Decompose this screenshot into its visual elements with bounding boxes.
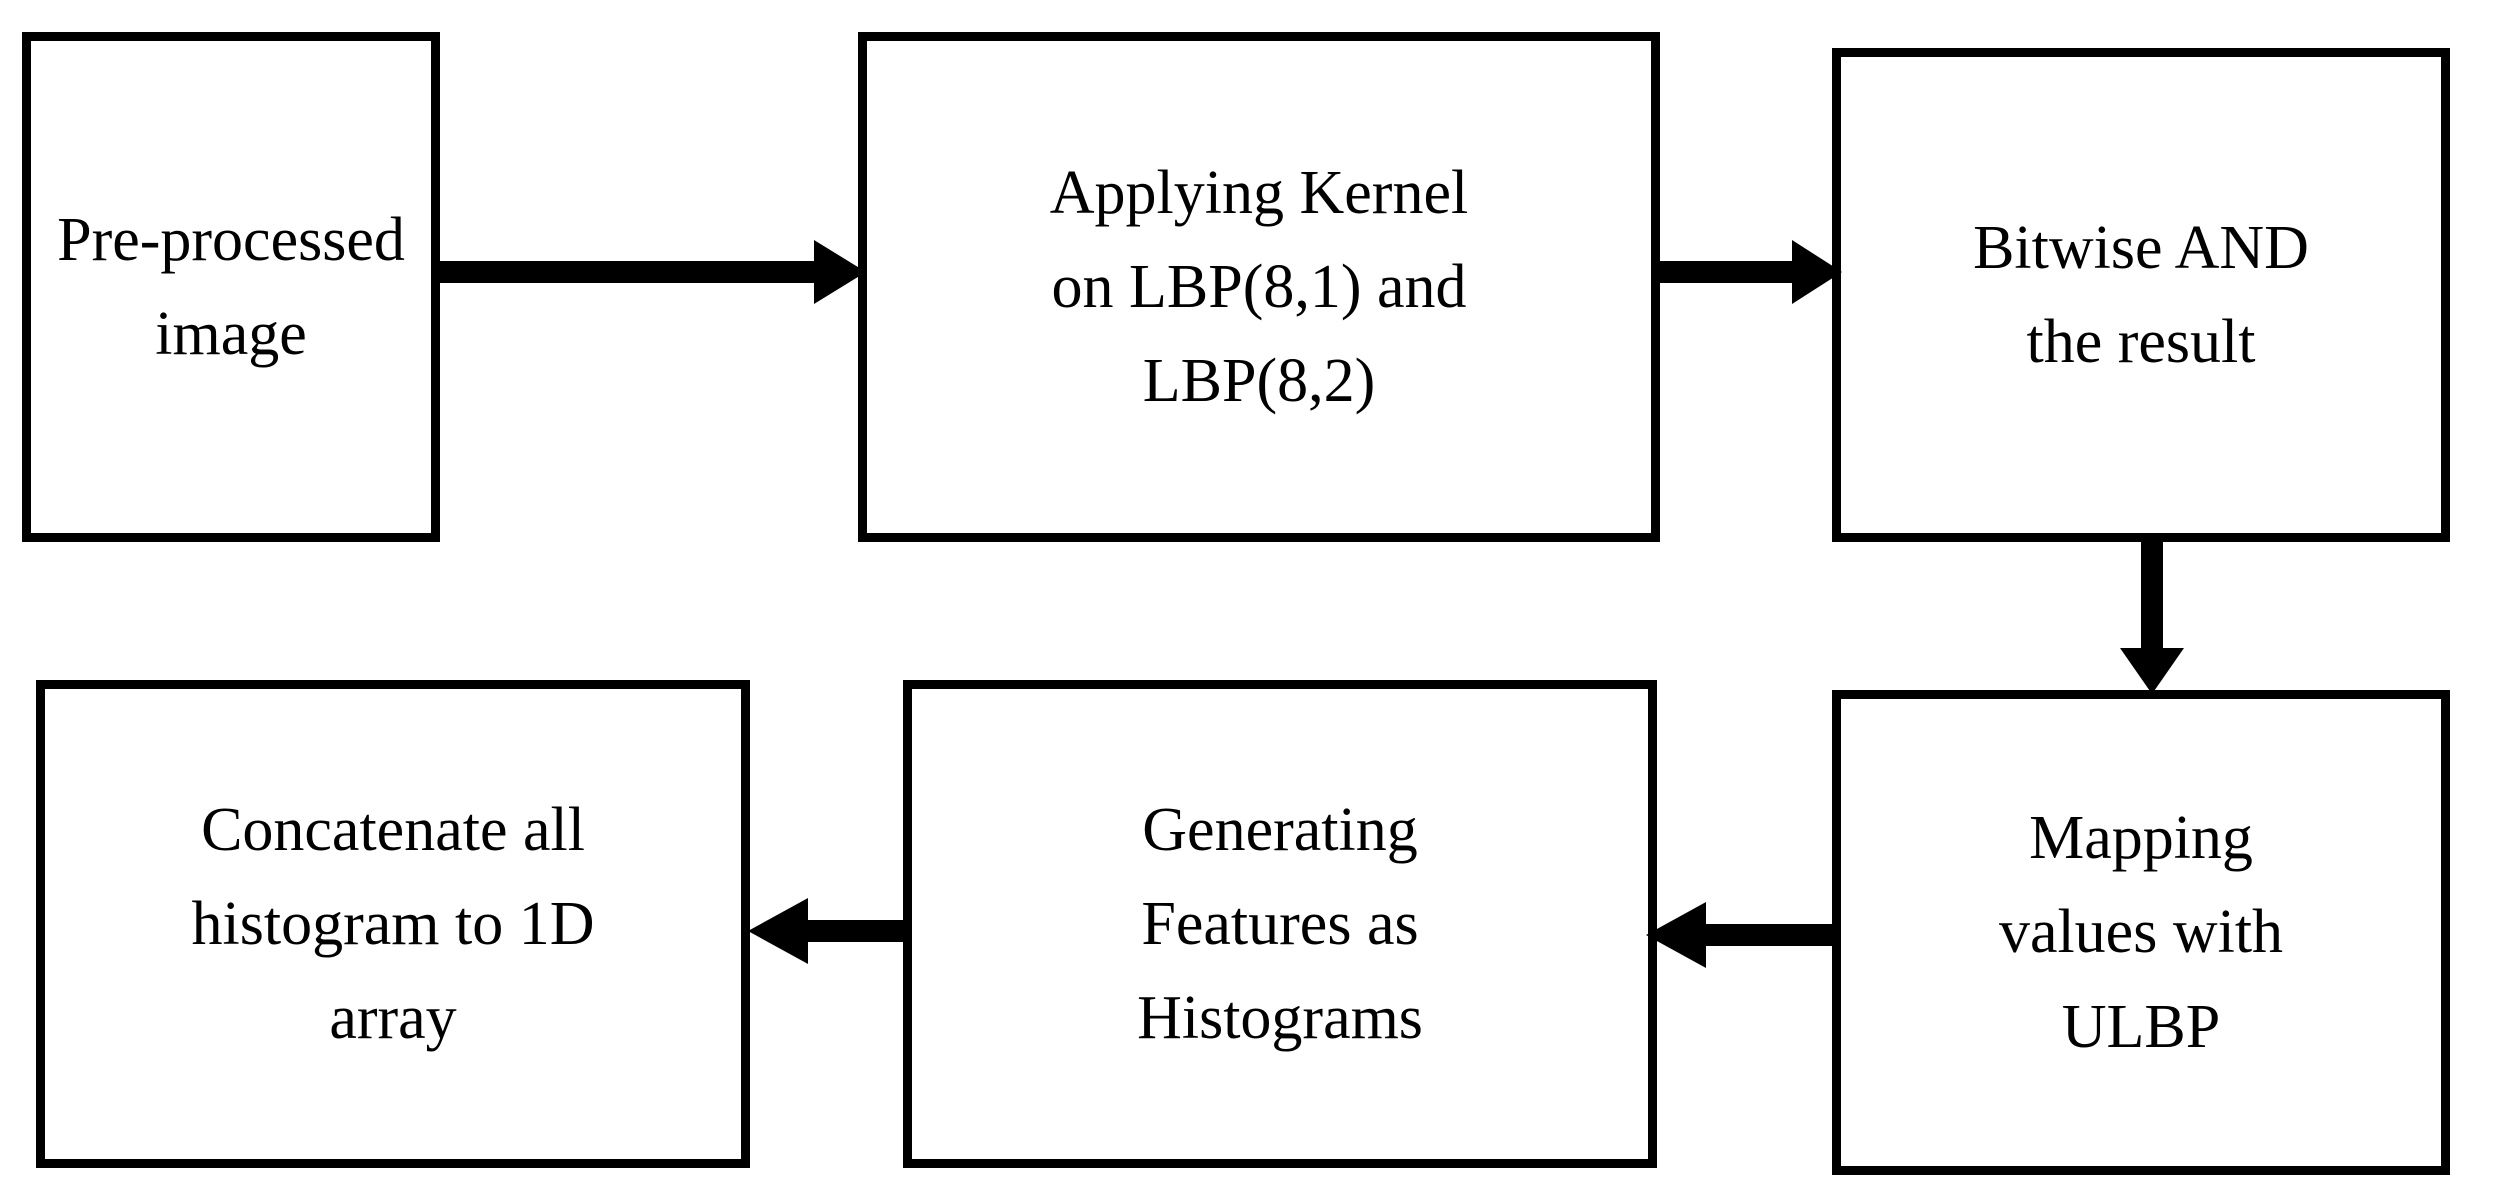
flowchart-arrow-left-2: [742, 890, 914, 972]
node-text-line: Features as: [1141, 889, 1419, 958]
node-text-line: array: [329, 984, 457, 1053]
node-text-line: ULBP: [2061, 992, 2221, 1061]
flowchart-node-pre-processed-image[interactable]: Pre-processed image: [22, 32, 440, 542]
node-text-line: histogram to 1D: [191, 889, 595, 958]
flowchart-arrow-down-1: [2110, 536, 2194, 698]
flowchart-arrow-right-1: [432, 232, 872, 312]
flowchart-node-concatenate-histogram[interactable]: Concatenate all histogram to 1D array: [36, 680, 750, 1168]
node-text-line: Histograms: [1137, 984, 1423, 1053]
node-text-line: Mapping: [2029, 804, 2253, 873]
node-text-line: Applying Kernel: [1049, 158, 1469, 227]
flowchart-arrow-left-1: [1640, 894, 1845, 976]
node-text-line: Bitwise AND: [1973, 213, 2309, 282]
node-text-line: LBP(8,2): [1142, 347, 1376, 416]
flowchart-node-mapping-ulbp[interactable]: Mapping values with ULBP: [1832, 690, 2450, 1175]
node-text-line: Concatenate all: [201, 795, 585, 864]
node-text-line: values with: [1998, 898, 2284, 967]
node-text-line: Generating: [1142, 795, 1418, 864]
node-text-line: Pre-processed: [57, 205, 405, 274]
node-text-line: image: [155, 300, 307, 368]
flowchart-node-bitwise-and[interactable]: Bitwise AND the result: [1832, 48, 2450, 542]
flowchart-node-applying-kernel[interactable]: Applying Kernel on LBP(8,1) and LBP(8,2): [858, 32, 1660, 542]
node-text-line: on LBP(8,1) and: [1051, 252, 1467, 321]
flowchart-node-generating-features[interactable]: Generating Features as Histograms: [903, 680, 1657, 1168]
node-text-line: the result: [2026, 308, 2256, 376]
flowchart-arrow-right-2: [1652, 232, 1847, 312]
